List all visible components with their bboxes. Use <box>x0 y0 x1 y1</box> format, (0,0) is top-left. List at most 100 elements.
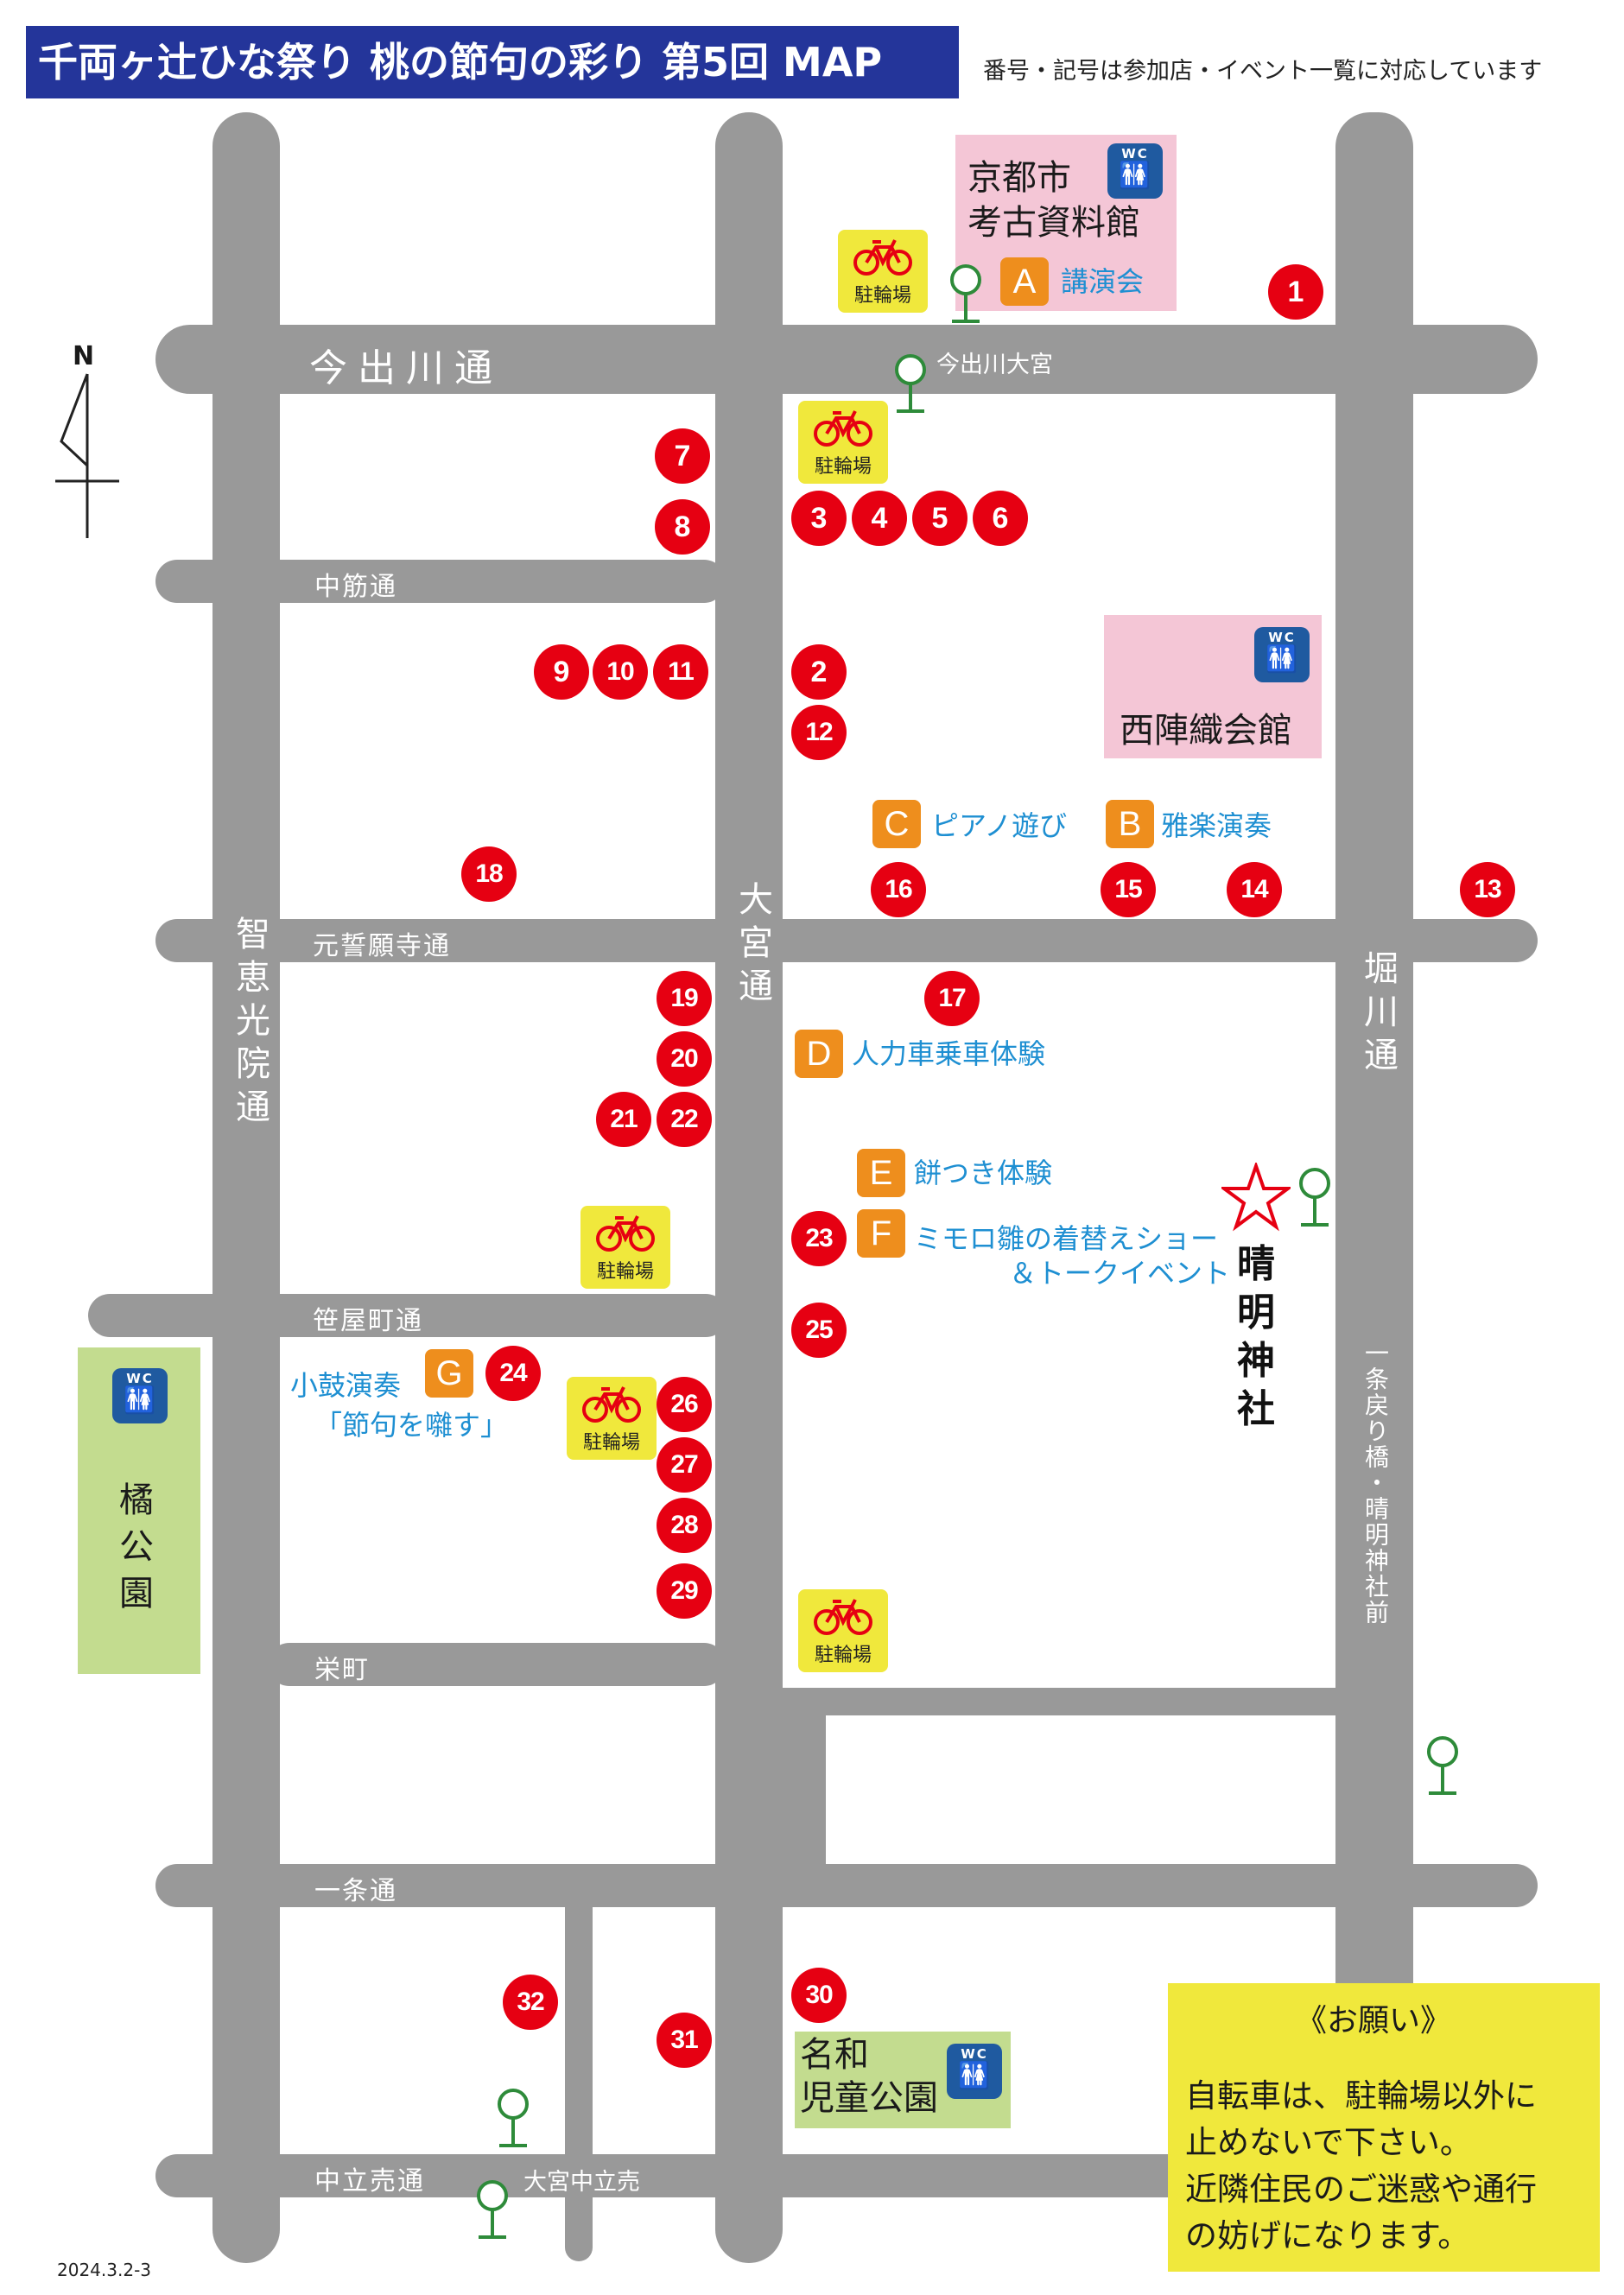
road-motoseiganji <box>155 919 1538 962</box>
event-c-badge: C <box>872 800 921 848</box>
road-label-motoseiganji: 元誓願寺通 <box>313 931 451 961</box>
road-chiekoin <box>213 112 280 2263</box>
shop-marker-29: 29 <box>657 1563 712 1619</box>
wc-tachibana: WC 🚻 <box>112 1368 168 1423</box>
bicycle-icon <box>596 1215 655 1252</box>
bicycle-icon <box>814 1599 872 1635</box>
bus-stop-label-omiya-nakadachiuri: 大宮中立売 <box>523 2169 640 2196</box>
notice-line: 近隣住民のご迷惑や通行 <box>1185 2171 1537 2208</box>
notice-box <box>1168 1983 1600 2272</box>
road-sasayacho <box>88 1294 727 1337</box>
wc-nawa: WC 🚻 <box>947 2044 1002 2099</box>
restroom-icon: 🚻 <box>1119 161 1151 191</box>
shop-marker-24: 24 <box>485 1346 541 1401</box>
bus-stop-icon <box>498 2089 529 2147</box>
road-horikawa <box>1335 112 1413 2263</box>
shop-marker-2: 2 <box>791 644 847 700</box>
wc-nishijin: WC 🚻 <box>1254 627 1310 682</box>
event-b-badge: B <box>1106 800 1154 848</box>
bicycle-icon <box>853 239 912 276</box>
shop-marker-12: 12 <box>791 705 847 760</box>
notice-line: 止めないで下さい。 <box>1185 2124 1472 2161</box>
shop-marker-19: 19 <box>657 971 712 1026</box>
bus-stop-icon <box>895 354 926 413</box>
event-g-badge: G <box>425 1349 473 1398</box>
event-a-badge: A <box>1000 257 1049 306</box>
road-sakaemachi <box>268 1643 726 1686</box>
seimei-shrine-name: 晴明神社 <box>1237 1242 1275 1431</box>
shop-marker-23: 23 <box>791 1211 847 1266</box>
bus-stop-label-imadegawa-omiya: 今出川大宮 <box>936 352 1053 378</box>
event-b-label: 雅楽演奏 <box>1161 809 1272 842</box>
event-f-badge: F <box>857 1209 905 1258</box>
shop-marker-20: 20 <box>657 1031 712 1087</box>
shop-marker-21: 21 <box>596 1092 651 1147</box>
shop-marker-14: 14 <box>1227 862 1282 917</box>
wc-label: WC <box>1268 630 1296 645</box>
shop-marker-18: 18 <box>461 846 517 902</box>
wc-label: WC <box>1121 146 1149 162</box>
shop-marker-1: 1 <box>1268 264 1323 320</box>
shop-marker-26: 26 <box>657 1377 712 1432</box>
road-label-ichijo: 一条通 <box>314 1876 397 1906</box>
date-stamp: 2024.3.2-3 <box>57 2260 152 2280</box>
shop-marker-6: 6 <box>973 491 1028 546</box>
event-d-label: 人力車乗車体験 <box>852 1037 1046 1070</box>
shop-marker-9: 9 <box>534 644 589 700</box>
road-label-chiekoin: 智恵光院通 <box>230 916 270 1132</box>
shop-marker-15: 15 <box>1101 862 1156 917</box>
shrine-star-icon <box>1221 1163 1291 1232</box>
road-label-nakasuji: 中筋通 <box>314 572 397 602</box>
shop-marker-16: 16 <box>871 862 926 917</box>
compass: N <box>48 341 126 540</box>
shop-marker-30: 30 <box>791 1968 847 2023</box>
event-f-label: ミモロ雛の着替えショー <box>914 1222 1219 1255</box>
shop-marker-4: 4 <box>852 491 907 546</box>
shop-marker-10: 10 <box>593 644 648 700</box>
bike-parking-label: 駐輪場 <box>814 456 872 478</box>
bicycle-icon <box>582 1386 641 1423</box>
tachibana-park-name: 橘公園 <box>119 1480 154 1613</box>
bike-parking-label: 駐輪場 <box>853 285 911 307</box>
shop-marker-27: 27 <box>657 1437 712 1493</box>
shop-marker-3: 3 <box>791 491 847 546</box>
bike-parking-label: 駐輪場 <box>582 1432 640 1454</box>
road-east-block <box>783 1688 1335 1715</box>
restroom-icon: 🚻 <box>124 1385 156 1416</box>
bicycle-icon <box>814 410 872 447</box>
bus-stop-icon <box>1299 1168 1330 1227</box>
shop-marker-11: 11 <box>653 644 708 700</box>
kouko-museum-name: 京都市 考古資料館 <box>967 158 1140 243</box>
bike-parking: 駐輪場 <box>798 401 888 484</box>
road-label-omiya: 大宮通 <box>733 881 772 1011</box>
shop-marker-5: 5 <box>912 491 967 546</box>
bike-parking: 駐輪場 <box>567 1377 657 1460</box>
legend-note: 番号・記号は参加店・イベント一覧に対応しています <box>983 58 1543 85</box>
north-arrow-icon <box>55 373 119 538</box>
notice-title: 《お願い》 <box>1295 2003 1451 2038</box>
map-title: 千両ヶ辻ひな祭り 桃の節句の彩り 第5回 MAP <box>26 26 959 98</box>
bus-stop-label-ichijomodoribashi: 一条戻り橋・晴明神社前 <box>1361 1341 1390 1626</box>
bus-stop-icon <box>477 2180 508 2239</box>
road-label-horikawa: 堀川通 <box>1358 950 1398 1080</box>
notice-line: 自転車は、駐輪場以外に <box>1185 2077 1537 2114</box>
road-label-sakaemachi: 栄町 <box>314 1655 370 1685</box>
road-ichijo <box>155 1864 1538 1907</box>
event-a-label: 講演会 <box>1061 265 1145 298</box>
nishijin-name: 西陣織会館 <box>1120 711 1292 751</box>
wc-label: WC <box>126 1371 154 1386</box>
road-label-nakadachiuri: 中立売通 <box>314 2166 425 2197</box>
compass-north-label: N <box>73 341 95 371</box>
road-omiya <box>715 112 783 2263</box>
bus-stop-icon <box>950 264 981 323</box>
shop-marker-25: 25 <box>791 1303 847 1358</box>
wc-label: WC <box>961 2046 988 2062</box>
event-g-label: 小鼓演奏 <box>290 1369 402 1402</box>
shop-marker-7: 7 <box>655 428 710 484</box>
notice-line: の妨げになります。 <box>1185 2217 1470 2254</box>
shop-marker-32: 32 <box>503 1975 558 2030</box>
event-f-label-2: ＆トークイベント <box>1009 1257 1231 1290</box>
bike-parking: 駐輪場 <box>838 230 928 313</box>
restroom-icon: 🚻 <box>1266 644 1298 675</box>
road-imadegawa <box>155 325 1538 394</box>
